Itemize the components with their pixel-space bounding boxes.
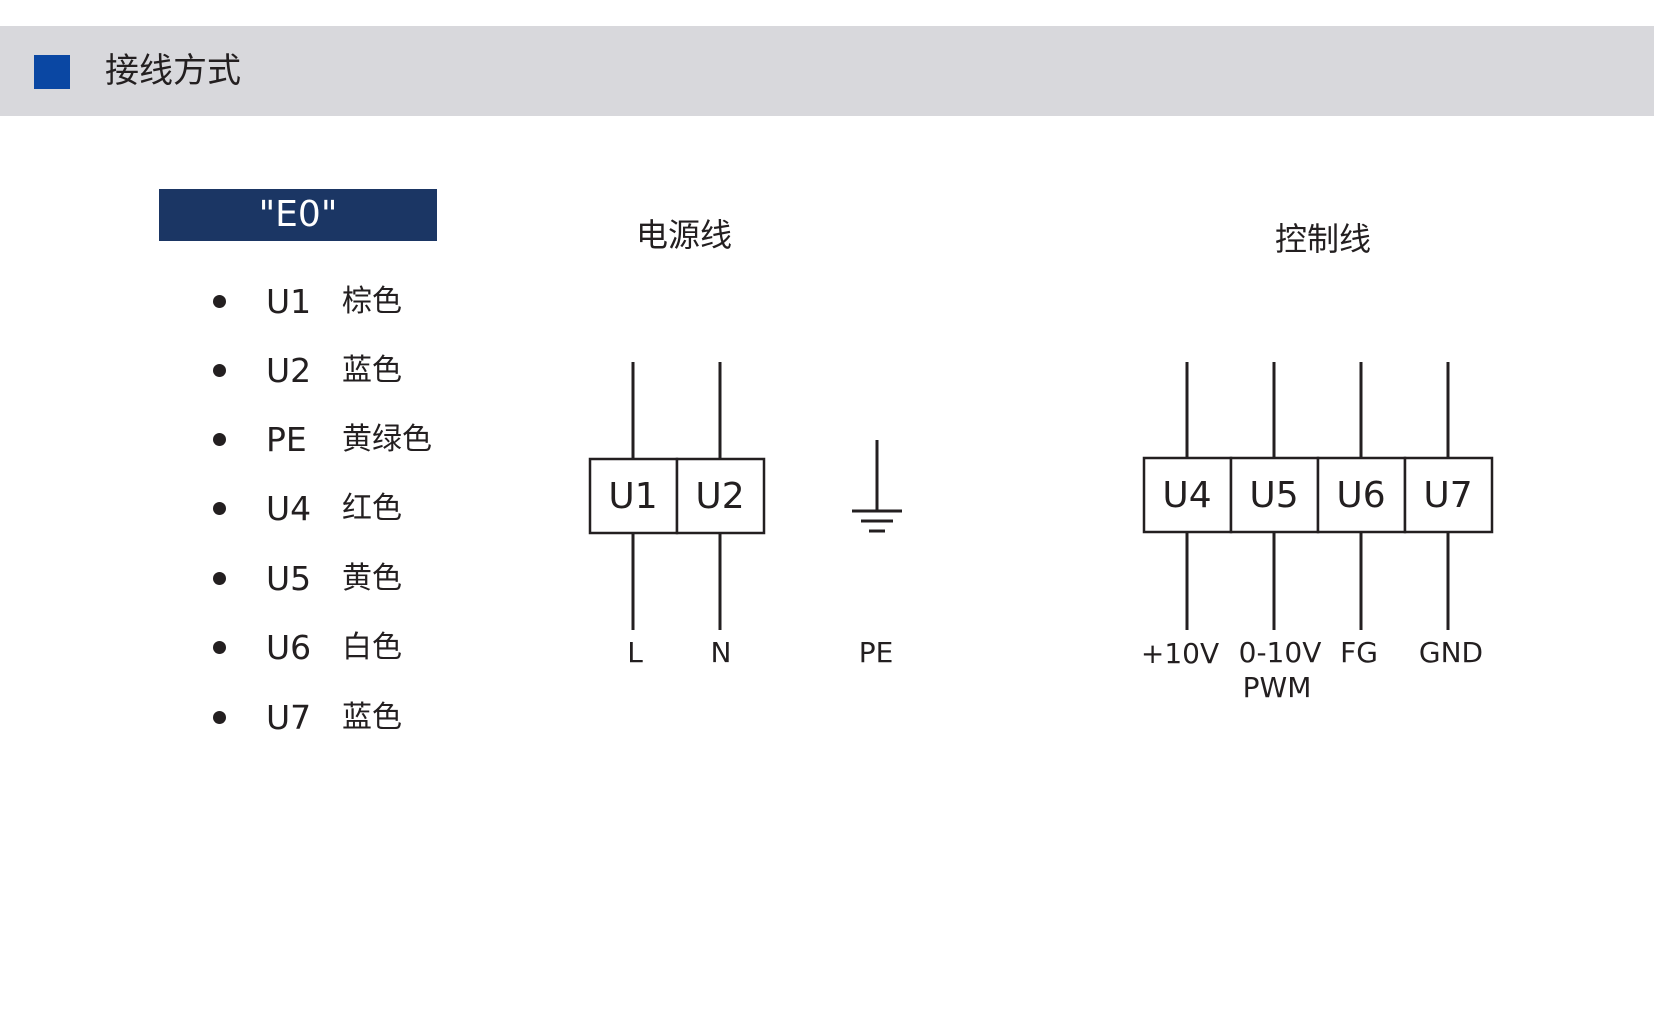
legend-color-name: 黄色	[342, 561, 402, 596]
ground-icon	[852, 440, 902, 533]
bullet-icon	[213, 641, 226, 654]
terminal-code: U6	[1336, 475, 1385, 516]
bullet-icon	[213, 364, 226, 377]
legend-color-name: 棕色	[342, 284, 402, 319]
signal-label: FG	[1340, 636, 1378, 669]
terminal-code: U4	[1162, 475, 1211, 516]
legend-color-name: 红色	[342, 491, 402, 526]
bullet-icon	[213, 572, 226, 585]
legend-code: U4	[266, 489, 312, 528]
control-section-title: 控制线	[1275, 220, 1371, 258]
legend-item: PE 黄绿色	[0, 418, 460, 462]
bullet-icon	[213, 502, 226, 515]
legend-code: U1	[266, 282, 312, 321]
legend-item: U6 白色	[0, 626, 460, 670]
terminal-box-u2	[675, 457, 766, 535]
terminal-box-u6	[1316, 456, 1407, 534]
legend-color-name: 白色	[342, 630, 402, 665]
terminal-code: U1	[608, 476, 657, 517]
legend-item: U2 蓝色	[0, 349, 460, 393]
legend-item: U1 棕色	[0, 280, 460, 324]
legend-code: PE	[266, 420, 307, 459]
terminal-box-u4	[1142, 456, 1233, 534]
model-badge: "E0"	[159, 189, 437, 241]
legend-color-name: 蓝色	[342, 700, 402, 735]
signal-label: 0-10V	[1239, 636, 1322, 669]
header-bar: 接线方式	[0, 26, 1654, 116]
legend-item: U5 黄色	[0, 557, 460, 601]
bullet-icon	[213, 433, 226, 446]
signal-label: +10V	[1141, 637, 1219, 670]
signal-label: L	[627, 636, 643, 669]
page-title: 接线方式	[105, 51, 241, 91]
legend-color-name: 蓝色	[342, 353, 402, 388]
terminal-code: U7	[1423, 475, 1472, 516]
header-accent-square	[34, 55, 70, 89]
legend-code: U6	[266, 628, 312, 667]
legend-code: U2	[266, 351, 312, 390]
legend-item: U4 红色	[0, 487, 460, 531]
legend-code: U7	[266, 698, 312, 737]
bullet-icon	[213, 711, 226, 724]
signal-label: N	[711, 636, 732, 669]
power-section-title: 电源线	[636, 216, 732, 254]
terminal-code: U5	[1249, 475, 1298, 516]
signal-label-line2: PWM	[1243, 671, 1312, 704]
ground-label: PE	[859, 636, 894, 669]
terminal-box-u1	[588, 457, 679, 535]
bullet-icon	[213, 295, 226, 308]
terminal-code: U2	[695, 476, 744, 517]
terminal-box-u5	[1229, 456, 1320, 534]
legend-code: U5	[266, 559, 312, 598]
power-section: 电源线 U1 U2 L N PE	[588, 216, 902, 669]
control-section: 控制线 U4 U5 U6 U7 +10V 0-10V PWM FG GND	[1141, 220, 1494, 704]
signal-label: GND	[1419, 636, 1483, 669]
terminal-box-u7	[1403, 456, 1494, 534]
legend-color-name: 黄绿色	[342, 422, 432, 457]
legend-item: U7 蓝色	[0, 696, 460, 740]
